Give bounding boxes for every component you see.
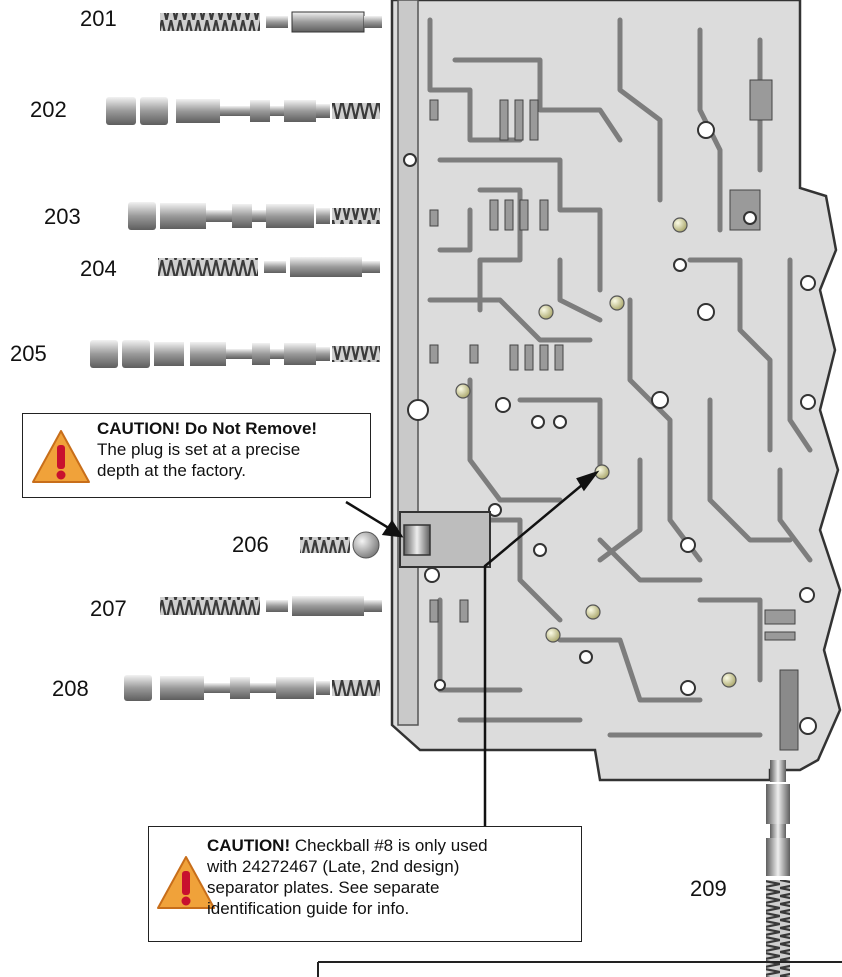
channel-slots	[429, 79, 799, 751]
valve-train-206	[300, 531, 380, 559]
bolt-holes	[403, 121, 817, 735]
valve-train-208	[124, 675, 380, 701]
valve-train-202	[106, 97, 380, 125]
plug-bore	[399, 511, 491, 568]
warning-triangle-icon	[32, 430, 90, 483]
caution-plug-callout: CAUTION! Do Not Remove! The plug is set …	[22, 413, 371, 498]
part-label-203: 203	[44, 204, 81, 229]
caution-checkball-line3: separator plates. See separate	[207, 878, 440, 897]
leader-arrows	[345, 470, 600, 826]
valve-train-205	[90, 340, 380, 368]
part-label-201: 201	[80, 6, 117, 31]
part-label-206: 206	[232, 532, 269, 557]
caution-checkball-callout: CAUTION! Checkball #8 is only used with …	[148, 826, 582, 942]
caution-checkball-line2: with 24272467 (Late, 2nd design)	[207, 857, 460, 876]
valve-train-207	[160, 596, 382, 616]
valve-train-209	[766, 760, 790, 977]
part-label-207: 207	[90, 596, 127, 621]
oil-channels	[427, 17, 813, 738]
caution-checkball-line4: identification guide for info.	[207, 899, 410, 918]
checkballs	[455, 217, 737, 688]
part-label-202: 202	[30, 97, 67, 122]
valve-train-203	[128, 202, 380, 230]
part-label-205: 205	[10, 341, 47, 366]
caution-plug-heading: CAUTION! Do Not Remove!	[97, 419, 318, 438]
caution-plug-line2: depth at the factory.	[97, 461, 246, 480]
part-label-209: 209	[690, 876, 727, 901]
valve-train-201	[160, 11, 382, 33]
warning-triangle-icon	[157, 856, 215, 909]
valve-train-204	[158, 257, 380, 277]
caution-checkball-heading: CAUTION!	[207, 836, 291, 855]
caution-plug-line1: The plug is set at a precise	[97, 440, 301, 459]
part-label-204: 204	[80, 256, 117, 281]
part-label-208: 208	[52, 676, 89, 701]
caution-checkball-line1: Checkball #8 is only used	[290, 836, 488, 855]
